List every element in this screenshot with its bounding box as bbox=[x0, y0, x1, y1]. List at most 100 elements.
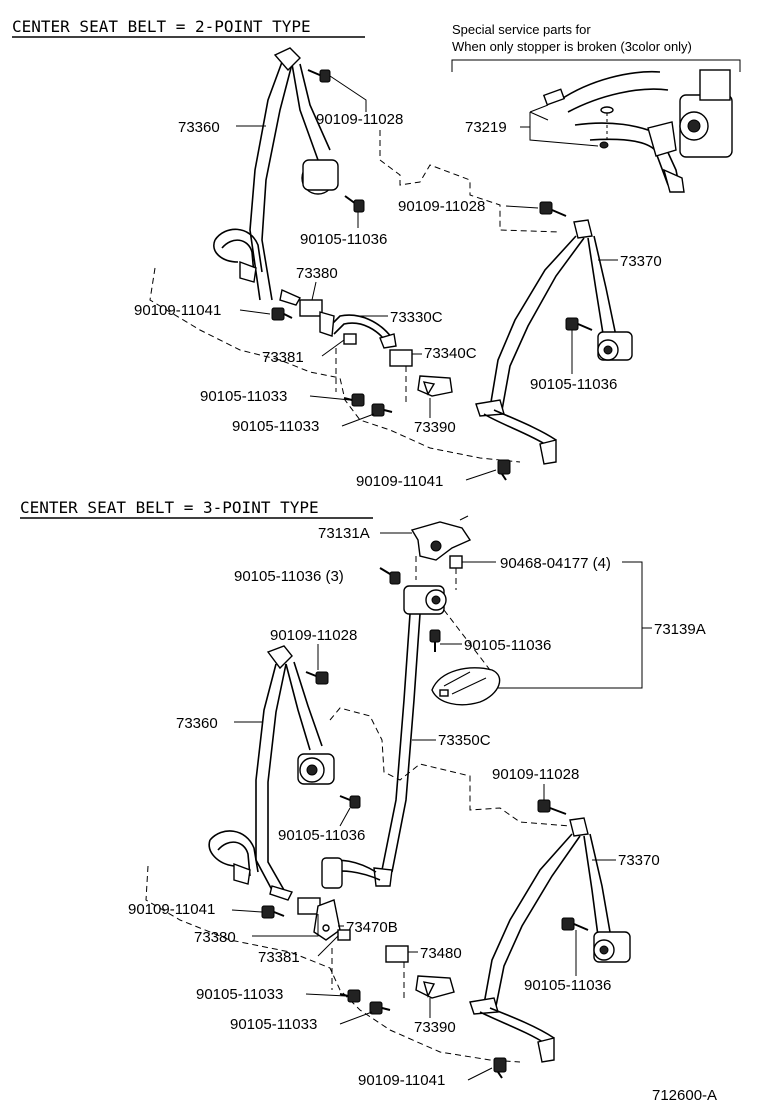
buckle-73380 bbox=[299, 299, 323, 317]
part-label-90105-11033-c: 90105-11033 bbox=[196, 986, 283, 1003]
part-label-73381-bottom: 73381 bbox=[258, 949, 300, 966]
part-label-90105-11036-e: 90105-11036 bbox=[524, 977, 611, 994]
stopper-detail-illustration bbox=[529, 69, 733, 193]
part-label-90105-11036-c: 90105-11036 bbox=[464, 637, 551, 654]
buckle-73390 bbox=[417, 375, 453, 397]
cover-73381 bbox=[343, 333, 357, 345]
bolt-icon bbox=[271, 307, 293, 321]
bracket-73131A bbox=[410, 515, 472, 561]
install-line bbox=[443, 609, 491, 671]
bolt-icon bbox=[371, 403, 393, 417]
bolt-icon bbox=[261, 905, 285, 919]
leader-90105-11033-b bbox=[341, 413, 375, 427]
bolt-icon bbox=[344, 195, 365, 213]
leader-90105-11033-c bbox=[305, 993, 347, 997]
part-label-90109-11028-a: 90109-11028 bbox=[316, 111, 403, 128]
part-label-90105-11033-b: 90105-11033 bbox=[232, 418, 319, 435]
bolt-icon bbox=[537, 799, 567, 815]
part-label-73360-bottom: 73360 bbox=[176, 715, 218, 732]
section-title-3-point: CENTER SEAT BELT = 3-POINT TYPE bbox=[20, 498, 319, 517]
part-label-90468-04177: 90468-04177 (4) bbox=[500, 555, 611, 572]
part-label-90105-11036-d: 90105-11036 bbox=[278, 827, 365, 844]
belt-assembly-73360-bottom bbox=[208, 645, 335, 901]
leader-90109-11041-a bbox=[239, 309, 271, 315]
cover-73381-bottom bbox=[337, 929, 351, 941]
belt-tongue-73330C bbox=[319, 311, 397, 349]
leader-90109-11041-b bbox=[465, 469, 497, 481]
buckle-73340C bbox=[389, 349, 413, 367]
leader-90109-11041-d bbox=[467, 1067, 493, 1081]
bolt-icon bbox=[339, 795, 361, 809]
floor-outline-dashed bbox=[149, 267, 521, 463]
bolt-icon bbox=[307, 69, 331, 83]
part-label-73470B: 73470B bbox=[346, 919, 398, 936]
bolt-icon bbox=[305, 671, 329, 685]
service-note-line2: When only stopper is broken (3color only… bbox=[452, 39, 692, 54]
part-label-73330C: 73330C bbox=[390, 309, 443, 326]
part-label-90105-11036-3: 90105-11036 (3) bbox=[234, 568, 344, 585]
clip-90468-04177 bbox=[449, 555, 463, 569]
floor-outline-dashed bbox=[329, 707, 571, 827]
part-label-90109-11028-b: 90109-11028 bbox=[398, 198, 485, 215]
part-label-90109-11041-b: 90109-11041 bbox=[356, 473, 443, 490]
bolt-icon bbox=[379, 567, 401, 585]
part-label-73219: 73219 bbox=[465, 119, 507, 136]
part-label-90105-11033-d: 90105-11033 bbox=[230, 1016, 317, 1033]
service-note-line1: Special service parts for bbox=[452, 22, 591, 37]
part-label-90109-11041-d: 90109-11041 bbox=[358, 1072, 445, 1089]
bolt-icon bbox=[497, 459, 511, 481]
trim-cover bbox=[431, 667, 501, 706]
part-label-73390-bottom: 73390 bbox=[414, 1019, 456, 1036]
bolt-icon bbox=[343, 393, 365, 407]
part-label-73350C: 73350C bbox=[438, 732, 491, 749]
part-label-90109-11041-a: 90109-11041 bbox=[134, 302, 221, 319]
floor-outline-dashed bbox=[145, 865, 521, 1063]
bolt-icon bbox=[539, 201, 567, 217]
section-title-2-point: CENTER SEAT BELT = 2-POINT TYPE bbox=[12, 17, 311, 36]
part-label-90105-11033-a: 90105-11033 bbox=[200, 388, 287, 405]
part-label-73131A: 73131A bbox=[318, 525, 370, 542]
figure-id: 712600-A bbox=[652, 1087, 717, 1104]
part-label-73340C: 73340C bbox=[424, 345, 477, 362]
bolt-icon bbox=[369, 1001, 391, 1015]
buckle-73480 bbox=[385, 945, 409, 963]
leader-73139A-bracket bbox=[490, 561, 643, 689]
part-label-73381-top: 73381 bbox=[262, 349, 304, 366]
leader-90109-11041-c bbox=[231, 909, 263, 913]
floor-outline-dashed bbox=[379, 130, 561, 233]
bolt-icon bbox=[339, 989, 361, 1003]
leader-73380-bottom bbox=[252, 914, 319, 937]
service-note-bracket bbox=[451, 59, 741, 72]
part-label-73390-top: 73390 bbox=[414, 419, 456, 436]
leader-90105-11033-a bbox=[309, 395, 351, 401]
belt-tongue-73470B bbox=[313, 899, 341, 941]
part-label-90109-11028-c: 90109-11028 bbox=[270, 627, 357, 644]
bolt-icon bbox=[493, 1057, 507, 1079]
leader-73381-top bbox=[321, 339, 345, 357]
part-label-90109-11028-d: 90109-11028 bbox=[492, 766, 579, 783]
part-label-90109-11041-c: 90109-11041 bbox=[128, 901, 215, 918]
leader-90105-11036-d bbox=[339, 807, 351, 827]
bolt-icon bbox=[429, 629, 441, 652]
bolt-icon bbox=[565, 317, 593, 331]
part-label-73380-bottom: 73380 bbox=[194, 929, 236, 946]
buckle-73390-bottom bbox=[415, 975, 455, 999]
part-label-90105-11036-a: 90105-11036 bbox=[300, 231, 387, 248]
part-label-73480: 73480 bbox=[420, 945, 462, 962]
leader-73381-bottom bbox=[317, 935, 339, 957]
part-label-73360: 73360 bbox=[178, 119, 220, 136]
part-label-73139A: 73139A bbox=[654, 621, 706, 638]
bolt-icon bbox=[561, 917, 589, 931]
belt-assembly-73370-top bbox=[475, 219, 633, 465]
belt-assembly-73350C bbox=[321, 613, 421, 889]
retractor-73350C bbox=[403, 585, 447, 615]
belt-assembly-73360-top bbox=[213, 47, 339, 306]
part-label-90105-11036-b: 90105-11036 bbox=[530, 376, 617, 393]
leader-90109-11028-a bbox=[329, 75, 367, 112]
part-label-73370-bottom: 73370 bbox=[618, 852, 660, 869]
part-label-73370-top: 73370 bbox=[620, 253, 662, 270]
belt-assembly-73370-bottom bbox=[469, 817, 631, 1063]
part-label-73380-top: 73380 bbox=[296, 265, 338, 282]
leader-90109-11028-b bbox=[505, 205, 539, 209]
